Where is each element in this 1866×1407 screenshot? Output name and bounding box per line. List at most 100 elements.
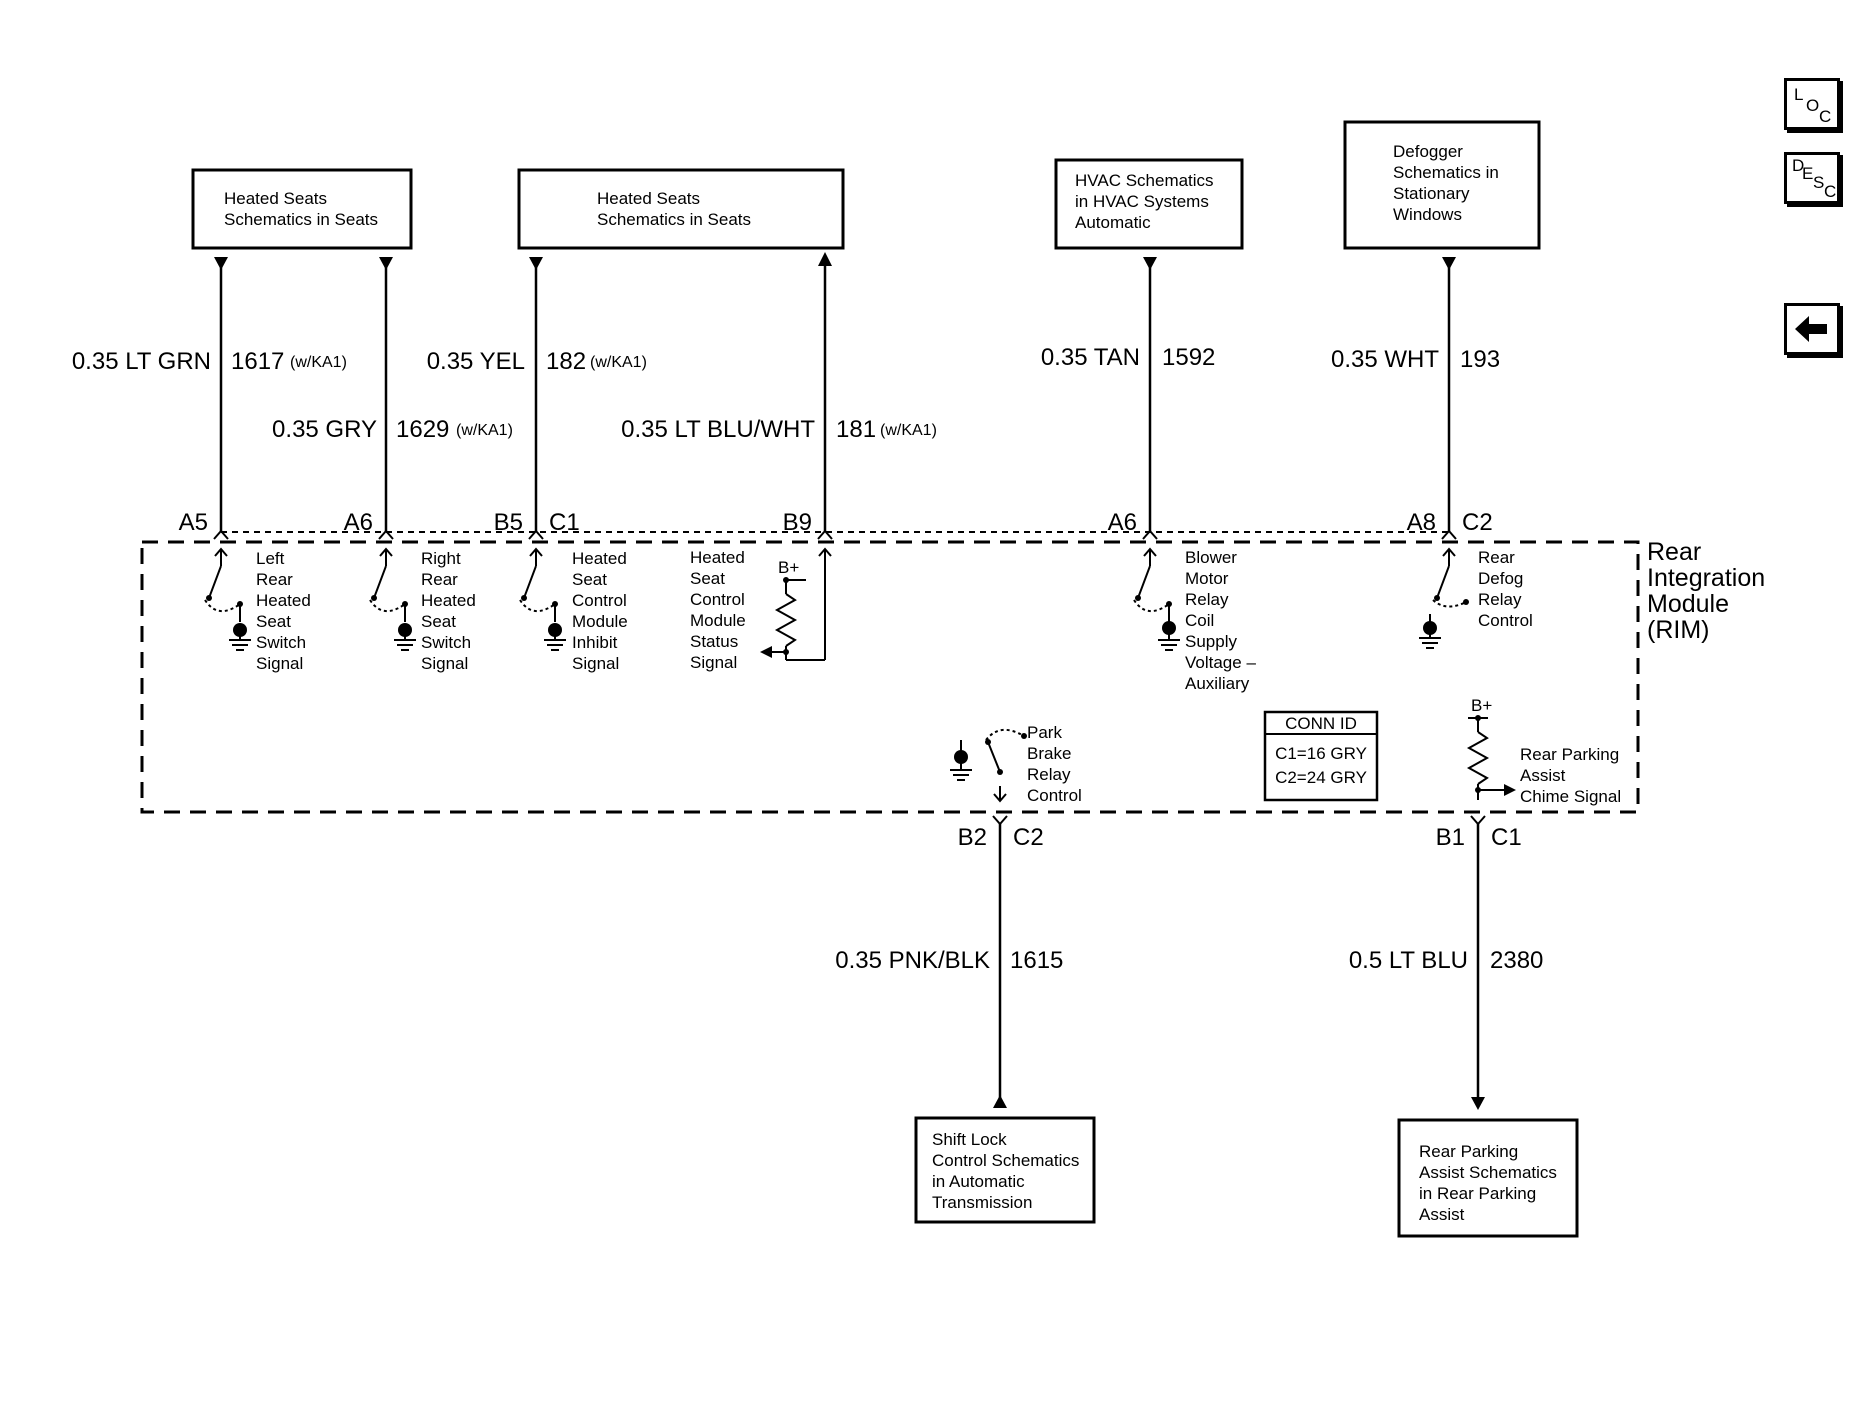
desc-letter-c: C — [1824, 182, 1837, 201]
signal-rear-defog: Rear Defog Relay Control — [1478, 548, 1533, 630]
pin-c1-bottom: C1 — [1491, 824, 1522, 851]
box-line: Stationary — [1393, 184, 1470, 203]
signal-blower: Blower Motor Relay Coil Supply Voltage –… — [1185, 548, 1256, 693]
signal-left-rear: Left Rear Heated Seat Switch Signal — [256, 549, 311, 673]
svg-text:Auxiliary: Auxiliary — [1185, 674, 1250, 693]
signal-park-brake: Park Brake Relay Control — [1027, 723, 1082, 805]
svg-text:Supply: Supply — [1185, 632, 1237, 651]
top-arrowheads — [214, 252, 1456, 270]
svg-text:Seat: Seat — [690, 569, 725, 588]
svg-text:Relay: Relay — [1478, 590, 1522, 609]
svg-text:Right: Right — [421, 549, 461, 568]
box-heated-seats-2[interactable]: Heated Seats Schematics in Seats — [517, 168, 845, 250]
switch-rear-defog — [1419, 547, 1467, 649]
svg-text:Voltage –: Voltage – — [1185, 653, 1256, 672]
conn-id-box: CONN ID C1=16 GRY C2=24 GRY — [1263, 710, 1379, 802]
pin-b1: B1 — [1436, 824, 1465, 851]
svg-text:Coil: Coil — [1185, 611, 1214, 630]
box-line: Schematics in Seats — [597, 210, 751, 229]
box-defogger[interactable]: Defogger Schematics in Stationary Window… — [1343, 120, 1541, 250]
pin-b2: B2 — [958, 824, 987, 851]
signal-rear-chime: Rear Parking Assist Chime Signal — [1520, 745, 1621, 806]
switch-blower — [1133, 547, 1180, 651]
svg-text:2380: 2380 — [1490, 947, 1543, 974]
wire-label-1617: 0.35 LT GRN 1617 (w/KA1) — [72, 348, 347, 375]
loc-letter-c: C — [1819, 107, 1832, 126]
svg-text:0.35 LT GRN: 0.35 LT GRN — [72, 348, 211, 375]
internal-dots — [206, 577, 1516, 796]
svg-text:181: 181 — [836, 416, 876, 443]
module-label: Rear Integration Module (RIM) — [1647, 538, 1765, 644]
svg-text:Rear: Rear — [421, 570, 458, 589]
svg-text:Control: Control — [1027, 786, 1082, 805]
pin-a5: A5 — [179, 509, 208, 536]
svg-text:Heated: Heated — [690, 548, 745, 567]
box-line: Assist Schematics — [1419, 1163, 1557, 1182]
bottom-arrowheads — [993, 1095, 1485, 1110]
left-arrow-icon — [1795, 316, 1827, 342]
box-shift-lock[interactable]: Shift Lock Control Schematics in Automat… — [914, 1116, 1096, 1224]
svg-text:0.35 WHT: 0.35 WHT — [1331, 346, 1439, 373]
box-line: Defogger — [1393, 142, 1463, 161]
wire-label-181: 0.35 LT BLU/WHT 181 (w/KA1) — [621, 416, 937, 443]
internal-switches — [204, 547, 1510, 803]
svg-text:Control: Control — [572, 591, 627, 610]
svg-text:(w/KA1): (w/KA1) — [456, 422, 513, 439]
wire-label-182: 0.35 YEL 182 (w/KA1) — [427, 348, 647, 375]
box-line: Assist — [1419, 1205, 1465, 1224]
pin-c2-top: C2 — [1462, 509, 1493, 536]
loc-letter-o: O — [1806, 96, 1820, 115]
switch-park-brake — [950, 729, 1025, 803]
wire-label-1615: 0.35 PNK/BLK 1615 — [835, 947, 1063, 974]
box-line: HVAC Schematics — [1075, 171, 1214, 190]
box-line: Windows — [1393, 205, 1462, 224]
bottom-connectors — [992, 815, 1486, 826]
pin-c2-bottom: C2 — [1013, 824, 1044, 851]
svg-text:1592: 1592 — [1162, 344, 1215, 371]
desc-letter-s: S — [1813, 173, 1825, 192]
top-connectors — [213, 529, 1457, 540]
switch-right-rear — [369, 547, 416, 651]
svg-text:Left: Left — [256, 549, 285, 568]
svg-text:182: 182 — [546, 348, 586, 375]
bottom-wires — [998, 824, 1480, 1100]
svg-text:(w/KA1): (w/KA1) — [880, 422, 937, 439]
box-rear-parking[interactable]: Rear Parking Assist Schematics in Rear P… — [1397, 1118, 1579, 1238]
svg-text:Inhibit: Inhibit — [572, 633, 618, 652]
svg-text:Blower: Blower — [1185, 548, 1237, 567]
svg-text:0.35 YEL: 0.35 YEL — [427, 348, 525, 375]
box-line: in Automatic — [932, 1172, 1025, 1191]
svg-text:Rear Parking: Rear Parking — [1520, 745, 1619, 764]
svg-text:Status: Status — [690, 632, 738, 651]
box-line: Control Schematics — [932, 1151, 1079, 1170]
svg-text:Brake: Brake — [1027, 744, 1071, 763]
box-line: Transmission — [932, 1193, 1032, 1212]
signal-inhibit: Heated Seat Control Module Inhibit Signa… — [572, 549, 628, 673]
box-line: Heated Seats — [224, 189, 327, 208]
svg-text:Switch: Switch — [421, 633, 471, 652]
desc-button[interactable]: D E S C — [1784, 152, 1840, 204]
rim-module-boundary — [140, 540, 1640, 814]
box-line: Automatic — [1075, 213, 1151, 232]
svg-text:Relay: Relay — [1185, 590, 1229, 609]
box-heated-seats-1[interactable]: Heated Seats Schematics in Seats — [191, 168, 413, 250]
svg-text:1629: 1629 — [396, 416, 449, 443]
svg-text:Control: Control — [690, 590, 745, 609]
svg-text:0.35 TAN: 0.35 TAN — [1041, 344, 1140, 371]
box-line: in HVAC Systems — [1075, 192, 1209, 211]
wire-label-1592: 0.35 TAN 1592 — [1041, 344, 1216, 371]
svg-text:0.35 PNK/BLK: 0.35 PNK/BLK — [835, 947, 990, 974]
box-hvac[interactable]: HVAC Schematics in HVAC Systems Automati… — [1054, 158, 1244, 250]
svg-text:C2=24 GRY: C2=24 GRY — [1275, 768, 1367, 787]
svg-text:0.35 GRY: 0.35 GRY — [272, 416, 377, 443]
svg-text:Park: Park — [1027, 723, 1062, 742]
svg-text:Defog: Defog — [1478, 569, 1523, 588]
svg-text:Signal: Signal — [572, 654, 619, 673]
svg-text:Heated: Heated — [421, 591, 476, 610]
svg-text:Signal: Signal — [690, 653, 737, 672]
loc-button[interactable]: L O C — [1784, 78, 1840, 130]
svg-text:Module: Module — [1647, 590, 1729, 618]
back-button[interactable] — [1784, 303, 1840, 355]
svg-text:(RIM): (RIM) — [1647, 616, 1709, 644]
